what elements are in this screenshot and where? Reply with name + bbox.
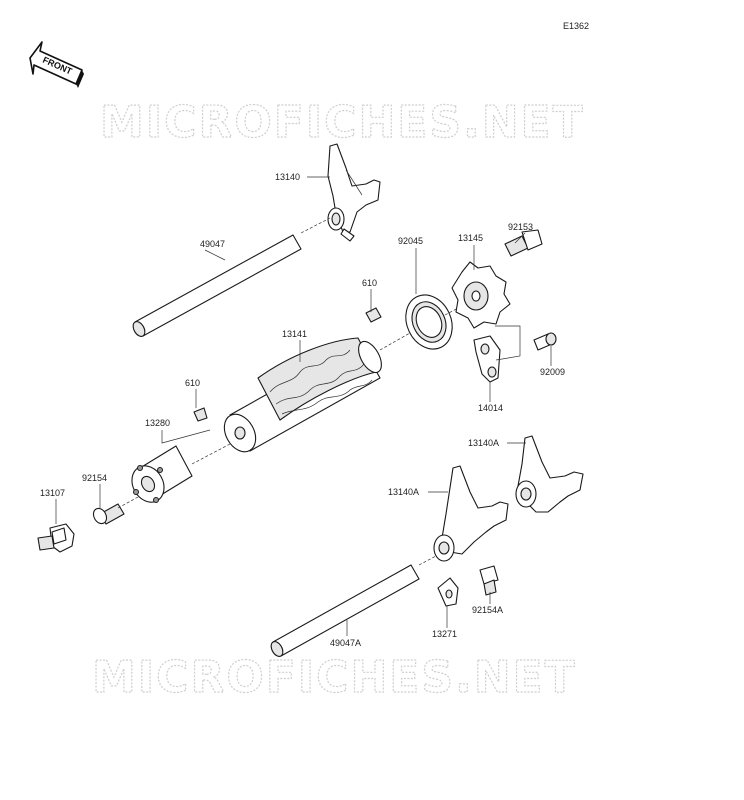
assembly-axes [117,217,459,566]
label-14014[interactable]: 14014 [478,403,503,413]
label-13145[interactable]: 13145 [458,233,483,243]
label-13280[interactable]: 13280 [145,418,170,428]
label-13140[interactable]: 13140 [275,172,300,182]
bolt-92009 [533,332,557,351]
watermark-top: MICROFICHES.NET [100,97,585,148]
bearing-92045 [405,294,453,350]
stopper-14014 [473,335,501,383]
bolt-92154A [479,565,499,596]
label-13271[interactable]: 13271 [432,629,457,639]
diagram-code: E1362 [563,21,589,31]
label-92045[interactable]: 92045 [398,236,423,246]
leader-lines [55,176,552,636]
pin-610-upper [365,307,382,323]
drum-holder-13280 [131,445,193,503]
bolt-92154 [92,503,125,525]
shift-drum-13141 [223,337,382,453]
label-13107[interactable]: 13107 [40,488,65,498]
front-arrow-icon: FRONT [29,41,84,88]
shift-fork-13140A-left [433,465,509,562]
neutral-switch-13107 [37,523,75,553]
label-49047[interactable]: 49047 [200,239,225,249]
label-610-lower[interactable]: 610 [185,378,200,388]
label-13140A-left[interactable]: 13140A [388,487,419,497]
shift-drum-cam-13145 [451,261,511,329]
label-610-upper[interactable]: 610 [362,278,377,288]
label-92009[interactable]: 92009 [540,367,565,377]
label-92154A[interactable]: 92154A [472,605,503,615]
label-92153[interactable]: 92153 [508,222,533,232]
shift-fork-13140A-right [515,435,584,513]
shift-fork-13140 [327,143,381,242]
label-92154[interactable]: 92154 [82,473,107,483]
label-13141[interactable]: 13141 [282,329,307,339]
watermark-bottom: MICROFICHES.NET [92,652,577,703]
shaft-49047A [270,564,420,657]
label-49047A[interactable]: 49047A [330,638,361,648]
label-13140A-right[interactable]: 13140A [468,438,499,448]
bolt-92153 [504,229,543,257]
plate-13271 [437,577,459,607]
pin-610-lower [193,407,208,422]
part-labels: 13140 49047 13145 92153 92045 610 13141 … [40,172,565,648]
shaft-49047 [132,234,302,337]
